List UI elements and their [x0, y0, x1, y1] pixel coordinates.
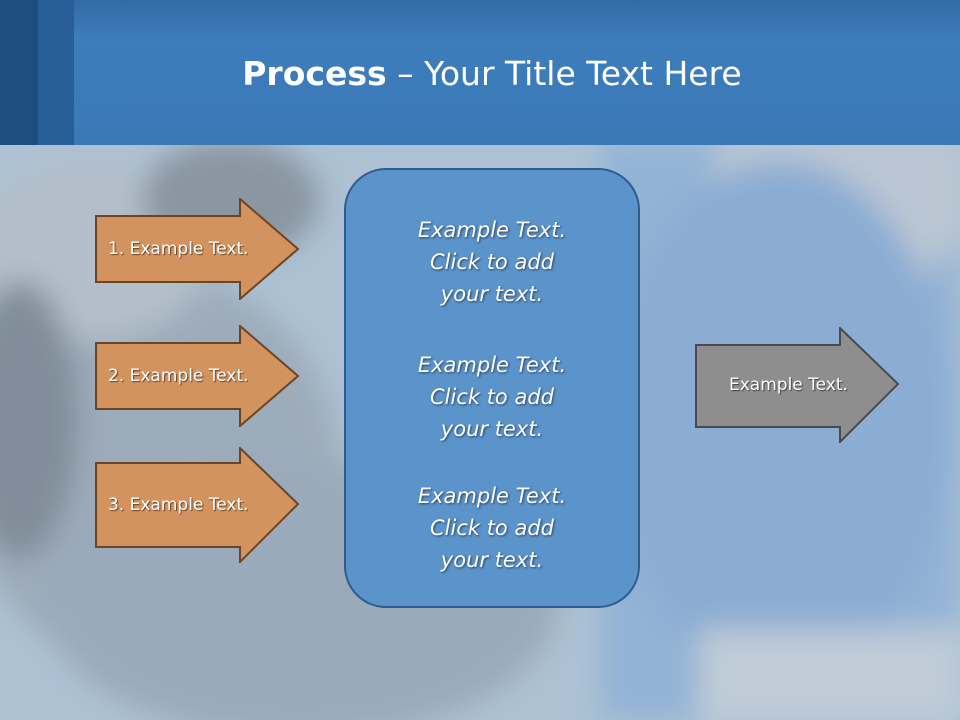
output-arrow-label: Example Text. [729, 375, 848, 395]
title-rest: – Your Title Text Here [386, 54, 742, 93]
arrow-right-icon [95, 325, 300, 427]
center-text-line: Example Text. [417, 484, 567, 508]
center-text-line: Click to add [429, 250, 554, 274]
header-accent-stripe [0, 0, 38, 145]
center-text-line: your text. [440, 548, 544, 572]
center-text-line: Example Text. [417, 353, 567, 377]
center-text-line: your text. [440, 417, 544, 441]
center-text-block-3[interactable]: Example Text. Click to add your text. [346, 480, 638, 576]
center-text-line: Example Text. [417, 218, 567, 242]
center-text-block-1[interactable]: Example Text. Click to add your text. [346, 214, 638, 310]
title-bold: Process [242, 54, 387, 93]
output-arrow[interactable]: Example Text. [695, 327, 900, 443]
center-text-line: Click to add [429, 516, 554, 540]
center-text-line: Click to add [429, 385, 554, 409]
page-title[interactable]: Process – Your Title Text Here [0, 54, 960, 93]
input-arrow-3[interactable]: 3. Example Text. [95, 447, 300, 563]
input-arrow-label: 2. Example Text. [108, 366, 249, 386]
input-arrow-1[interactable]: 1. Example Text. [95, 198, 300, 300]
arrow-right-icon [695, 327, 900, 443]
header-band [0, 0, 960, 145]
center-text-block-2[interactable]: Example Text. Click to add your text. [346, 349, 638, 445]
arrow-right-icon [95, 447, 300, 563]
input-arrow-label: 1. Example Text. [108, 239, 249, 259]
center-text-line: your text. [440, 282, 544, 306]
arrow-right-icon [95, 198, 300, 300]
header-accent-stripe-secondary [38, 0, 74, 145]
header-shade [74, 0, 960, 40]
input-arrow-label: 3. Example Text. [108, 495, 249, 515]
input-arrow-2[interactable]: 2. Example Text. [95, 325, 300, 427]
center-process-box[interactable]: Example Text. Click to add your text. Ex… [344, 168, 640, 608]
